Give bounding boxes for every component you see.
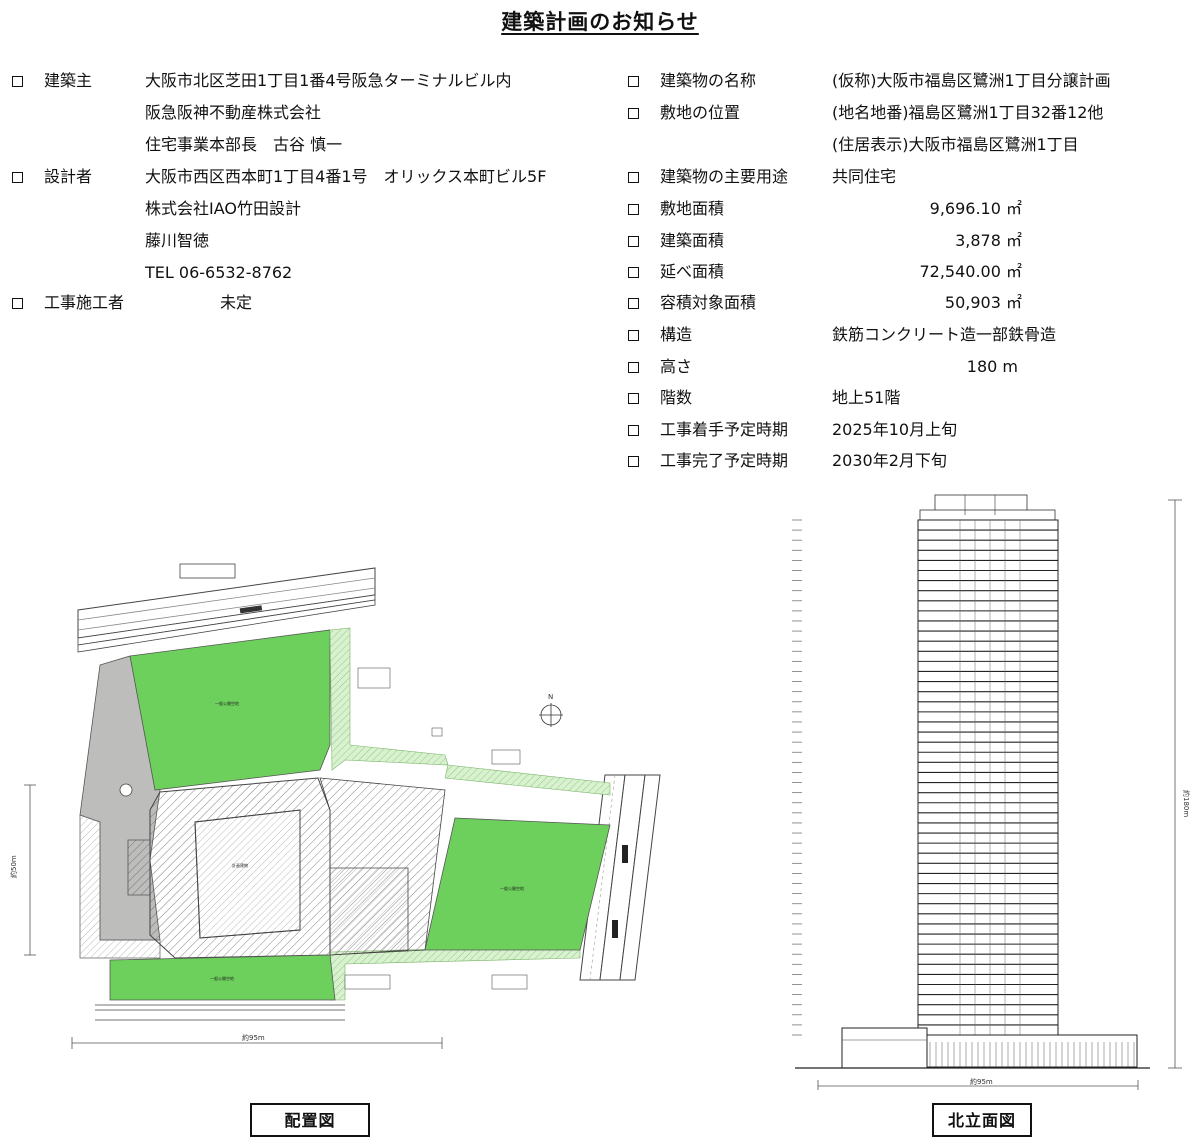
checkbox bbox=[628, 70, 639, 92]
contractor-value: 未定 bbox=[220, 293, 253, 312]
checkbox-owner bbox=[12, 70, 23, 92]
label-building-name: 建築物の名称 bbox=[660, 71, 757, 90]
site-plan-caption: 配置図 bbox=[250, 1103, 370, 1137]
value-site-location-lot: (地名地番)福島区鷺洲1丁目32番12他 bbox=[832, 103, 1104, 122]
label-construction-start: 工事着手予定時期 bbox=[660, 420, 789, 439]
label-main-use: 建築物の主要用途 bbox=[660, 167, 789, 186]
checkbox bbox=[628, 324, 639, 346]
road-north bbox=[77, 567, 376, 653]
checkbox bbox=[628, 102, 639, 124]
checkbox bbox=[628, 198, 639, 220]
label-contractor: 工事施工者 bbox=[44, 293, 125, 312]
checkbox bbox=[628, 261, 639, 283]
label-site-area: 敷地面積 bbox=[660, 199, 725, 218]
elevation-dim-height: 約180m bbox=[1182, 790, 1191, 817]
value-far-area: 50,903 ㎡ bbox=[944, 293, 1022, 312]
north-arrow-icon: N bbox=[539, 693, 563, 727]
label-height: 高さ bbox=[660, 357, 693, 376]
site-dim-height: 約50m bbox=[9, 855, 18, 878]
checkbox bbox=[628, 292, 639, 314]
tower-floor-lines bbox=[918, 529, 1058, 1026]
site-plan-drawing: 約50m 一般公開空地 計画建物 一般公開空地 一般公開空地 bbox=[9, 563, 661, 1049]
value-height: 180 m bbox=[966, 357, 1018, 376]
value-building-name: (仮称)大阪市福島区鷺洲1丁目分譲計画 bbox=[832, 71, 1111, 90]
value-total-floor-area: 72,540.00 ㎡ bbox=[919, 262, 1022, 281]
green-label-east: 一般公開空地 bbox=[500, 885, 524, 891]
building-label: 計画建物 bbox=[232, 862, 248, 868]
value-construction-end: 2030年2月下旬 bbox=[832, 451, 947, 470]
checkbox bbox=[628, 356, 639, 378]
label-structure: 構造 bbox=[660, 325, 693, 344]
checkbox bbox=[628, 166, 639, 188]
designer-line-2: 株式会社IAO竹田設計 bbox=[145, 199, 301, 218]
road-label-box bbox=[179, 563, 236, 579]
podium bbox=[924, 1034, 1138, 1068]
designer-line-3: 藤川智徳 bbox=[145, 231, 210, 250]
checkbox bbox=[628, 230, 639, 252]
owner-line-2: 阪急阪神不動産株式会社 bbox=[145, 103, 322, 122]
label-designer: 設計者 bbox=[44, 167, 93, 186]
site-dim-width: 約95m bbox=[242, 1033, 265, 1042]
road-east bbox=[579, 774, 661, 981]
elevation-caption: 北立面図 bbox=[932, 1103, 1032, 1137]
page-title: 建築計画のお知らせ bbox=[501, 10, 699, 34]
label-floors: 階数 bbox=[660, 388, 693, 407]
green-path-north bbox=[329, 627, 449, 771]
value-main-use: 共同住宅 bbox=[832, 167, 897, 186]
checkbox bbox=[628, 387, 639, 409]
checkbox-designer bbox=[12, 166, 23, 188]
elevation-dim-width: 約95m bbox=[970, 1077, 993, 1086]
checkbox bbox=[628, 450, 639, 472]
label-total-floor-area: 延べ面積 bbox=[660, 262, 725, 281]
green-open-space-south bbox=[109, 954, 336, 1001]
green-label-north: 一般公開空地 bbox=[215, 700, 239, 706]
label-building-area: 建築面積 bbox=[660, 231, 725, 250]
owner-line-1: 大阪市北区芝田1丁目1番4号阪急ターミナルビル内 bbox=[145, 71, 512, 90]
label-far-area: 容積対象面積 bbox=[660, 293, 757, 312]
green-open-space-north bbox=[129, 629, 331, 791]
value-building-area: 3,878 ㎡ bbox=[955, 231, 1022, 250]
green-open-space-east bbox=[424, 817, 611, 951]
owner-line-3: 住宅事業本部長 古谷 慎一 bbox=[145, 135, 343, 154]
green-label-south: 一般公開空地 bbox=[210, 975, 234, 981]
value-site-area: 9,696.10 ㎡ bbox=[929, 199, 1022, 218]
north-elevation-drawing: 約180m 約95m bbox=[792, 494, 1191, 1090]
north-label: N bbox=[548, 693, 553, 701]
checkbox-contractor bbox=[12, 292, 23, 314]
designer-line-1: 大阪市西区西本町1丁目4番1号 オリックス本町ビル5F bbox=[145, 167, 547, 186]
designer-line-4: TEL 06-6532-8762 bbox=[145, 263, 293, 282]
tower bbox=[917, 519, 1059, 1041]
value-structure: 鉄筋コンクリート造一部鉄骨造 bbox=[832, 325, 1057, 344]
value-site-location-address: (住居表示)大阪市福島区鷺洲1丁目 bbox=[832, 135, 1079, 154]
value-construction-start: 2025年10月上旬 bbox=[832, 420, 958, 439]
floor-level-ticks bbox=[792, 519, 802, 1036]
checkbox bbox=[628, 419, 639, 441]
label-owner: 建築主 bbox=[44, 71, 93, 90]
label-site-location: 敷地の位置 bbox=[660, 103, 741, 122]
value-floors: 地上51階 bbox=[832, 388, 901, 407]
label-construction-end: 工事完了予定時期 bbox=[660, 451, 789, 470]
